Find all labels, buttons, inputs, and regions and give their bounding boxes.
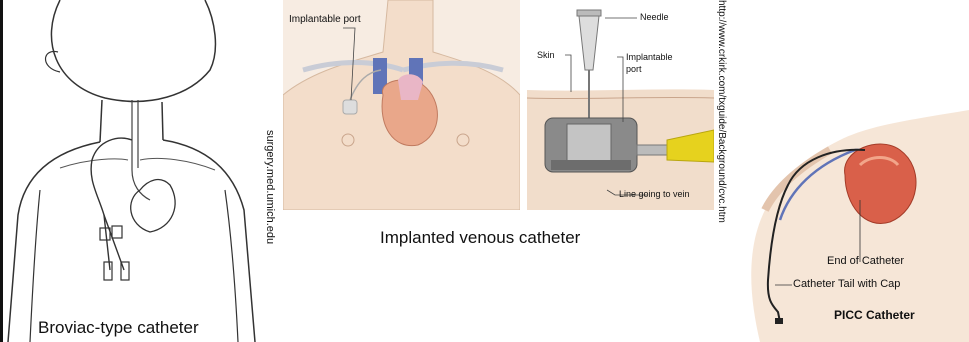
needle-label: Needle xyxy=(640,12,669,22)
cross-section-illustration xyxy=(527,0,714,210)
implantable-port-label: Implantable port xyxy=(289,14,361,25)
implanted-chest-panel: Implantable port xyxy=(283,0,520,210)
port-label: port xyxy=(626,64,642,74)
catheter-tail-label: Catheter Tail with Cap xyxy=(793,278,900,290)
credit-umich: surgery.med.umich.edu xyxy=(264,130,276,244)
broviac-caption: Broviac-type catheter xyxy=(38,318,199,338)
broviac-panel: Broviac-type catheter xyxy=(0,0,265,342)
skin-label: Skin xyxy=(537,50,555,60)
broviac-illustration xyxy=(0,0,265,342)
end-of-catheter-label: End of Catheter xyxy=(827,255,904,267)
picc-illustration xyxy=(720,0,969,342)
picc-panel: End of Catheter Catheter Tail with Cap P… xyxy=(720,0,969,342)
picc-title: PICC Catheter xyxy=(834,308,915,322)
line-going-to-vein-label: Line going to vein xyxy=(619,189,690,199)
port-cross-section-panel: Needle Skin Implantable port Line going … xyxy=(527,0,714,210)
implantable-label: Implantable xyxy=(626,52,673,62)
chest-illustration xyxy=(283,0,520,210)
implanted-caption: Implanted venous catheter xyxy=(380,228,580,248)
